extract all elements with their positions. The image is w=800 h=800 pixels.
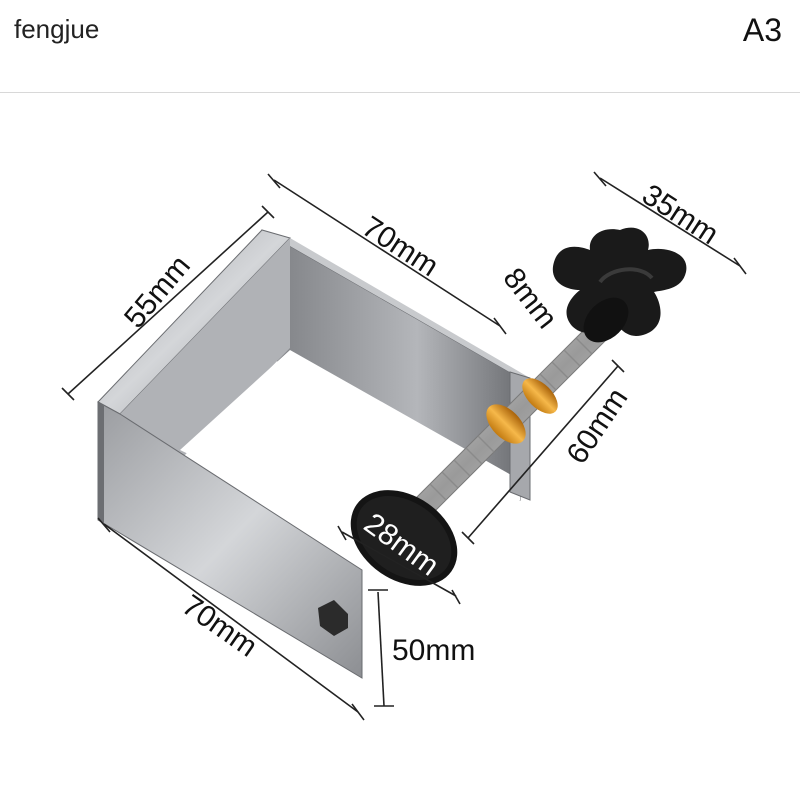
brand-label: fengjue bbox=[14, 14, 100, 44]
pressure-pad bbox=[350, 490, 458, 586]
header-bar: fengjue A3 bbox=[0, 0, 800, 93]
dim-opening: 50mm bbox=[392, 634, 475, 667]
dim-screw-length: 60mm bbox=[560, 382, 634, 470]
dimension-lines bbox=[61, 171, 747, 721]
screw-assembly bbox=[350, 227, 687, 586]
variant-label: A3 bbox=[742, 12, 782, 48]
gold-nut-front bbox=[486, 404, 526, 444]
dim-knob-width: 35mm bbox=[636, 178, 724, 251]
gold-nut-back bbox=[522, 378, 558, 414]
star-knob bbox=[552, 227, 687, 343]
dim-top-width: 70mm bbox=[356, 210, 444, 283]
